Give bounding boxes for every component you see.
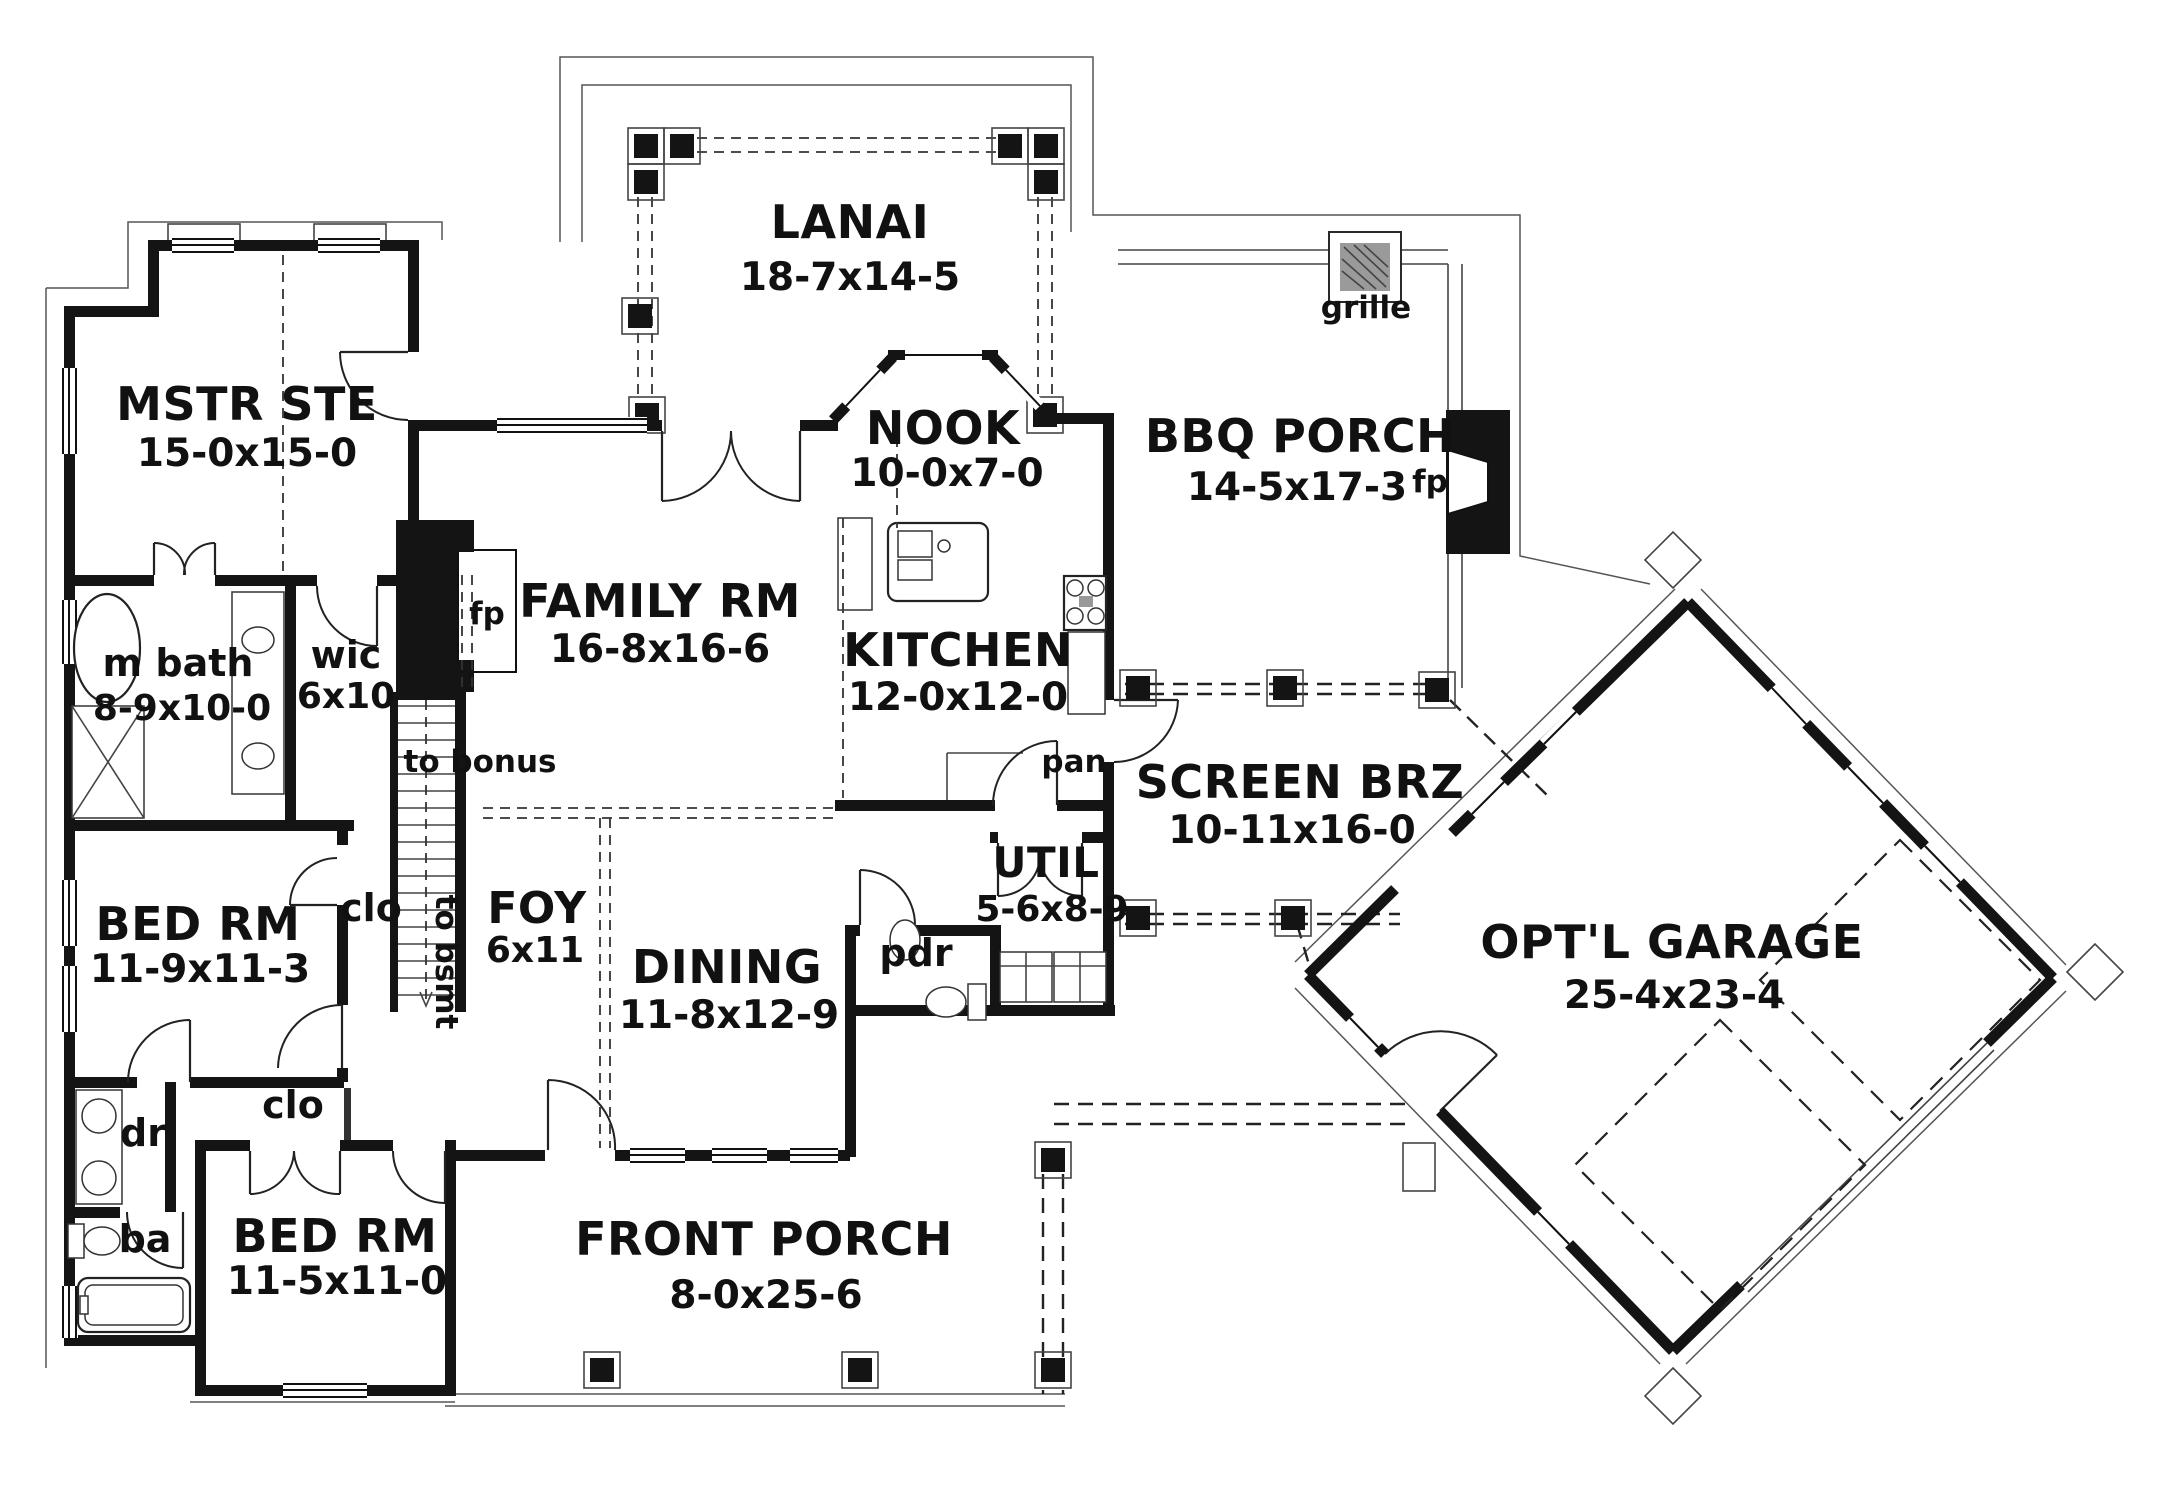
- room-dims-bbq-porch: 14-5x17-3: [1187, 465, 1407, 510]
- room-dims-lanai: 18-7x14-5: [740, 255, 960, 300]
- powder-toilet: [925, 983, 987, 1021]
- tag-grille: grille: [1321, 290, 1411, 326]
- lanai-posts: [621, 127, 1065, 434]
- tag-closet-2: clo: [262, 1083, 324, 1127]
- bath2-tub: [76, 1276, 192, 1334]
- bbq-fireplace: [1446, 410, 1510, 554]
- kitchen-island: [886, 521, 990, 603]
- bbq-porch-boundary: [1118, 231, 1510, 688]
- screen-posts: [1119, 669, 1456, 937]
- range: [1062, 574, 1108, 632]
- room-label-nook: NOOK: [866, 401, 1022, 455]
- washer-dryer: [999, 951, 1107, 1003]
- room-label-bed-rm-2: BED RM: [233, 1209, 438, 1263]
- room-label-front-porch: FRONT PORCH: [575, 1212, 953, 1266]
- tag-to-bonus: to bonus: [404, 744, 557, 780]
- garage: [1304, 598, 2057, 1355]
- room-label-mstr-ste: MSTR STE: [116, 377, 378, 431]
- room-dims-bed-rm-2: 11-5x11-0: [227, 1259, 447, 1304]
- room-dims-m-bath: 8-9x10-0: [93, 688, 271, 729]
- tag-bath-2: ba: [119, 1217, 172, 1261]
- room-dims-screen-brz: 10-11x16-0: [1168, 808, 1415, 853]
- kitchen-counter-west: [837, 517, 873, 611]
- room-dims-util: 5-6x8-9: [975, 889, 1128, 930]
- room-dims-family-rm: 16-8x16-6: [550, 627, 770, 672]
- ceiling-break-lines: [282, 255, 898, 1148]
- room-label-dining: DINING: [632, 940, 822, 994]
- grille-appliance: [1328, 231, 1402, 303]
- room-label-lanai: LANAI: [771, 195, 930, 249]
- room-labels: LANAI 18-7x14-5 MSTR STE 15-0x15-0 m bat…: [90, 195, 1863, 1318]
- room-dims-garage: 25-4x23-4: [1564, 973, 1784, 1018]
- family-fireplace: [396, 520, 517, 692]
- tag-pantry: pan: [1041, 744, 1106, 780]
- tag-family-fireplace: fp: [469, 596, 505, 632]
- tag-to-bsmt: to bsmt: [428, 895, 464, 1030]
- front-porch: [583, 1141, 1072, 1389]
- tag-powder: pdr: [879, 931, 952, 975]
- room-dims-wic: 6x10: [297, 676, 395, 717]
- tag-dressing: dr: [120, 1111, 166, 1155]
- kitchen-counter: [1067, 631, 1106, 715]
- room-dims-nook: 10-0x7-0: [850, 451, 1043, 496]
- tag-bbq-fireplace: fp: [1412, 464, 1448, 500]
- room-label-family-rm: FAMILY RM: [519, 574, 801, 628]
- porch-posts: [583, 1141, 1072, 1389]
- garden-tub: [72, 592, 142, 704]
- room-dims-bed-rm-1: 11-9x11-3: [90, 947, 310, 992]
- room-dims-front-porch: 8-0x25-6: [669, 1273, 862, 1318]
- dressing-vanity: [75, 1089, 123, 1205]
- room-label-screen-brz: SCREEN BRZ: [1136, 755, 1465, 809]
- fixtures: [67, 517, 1108, 1334]
- car-bay-1: [1573, 1018, 1867, 1312]
- room-label-bbq-porch: BBQ PORCH: [1145, 409, 1455, 463]
- room-label-foy: FOY: [487, 883, 587, 934]
- windows: [61, 237, 1045, 1399]
- lanai-porch: [621, 127, 1065, 434]
- stairs: [398, 700, 455, 1009]
- room-label-m-bath: m bath: [103, 641, 254, 685]
- room-dims-mstr-ste: 15-0x15-0: [137, 431, 357, 476]
- room-dims-foy: 6x11: [486, 930, 584, 971]
- room-label-garage: OPT'L GARAGE: [1480, 915, 1863, 969]
- powder-sink: [889, 919, 921, 961]
- car-bay-2: [1758, 838, 2042, 1122]
- doors: [126, 350, 1498, 1269]
- bath2-toilet: [67, 1223, 121, 1259]
- shower: [71, 705, 145, 819]
- room-label-util: UTIL: [992, 838, 1099, 887]
- room-label-kitchen: KITCHEN: [843, 623, 1073, 677]
- room-dims-dining: 11-8x12-9: [619, 993, 839, 1038]
- room-dims-kitchen: 12-0x12-0: [848, 675, 1068, 720]
- tag-closet-1: clo: [340, 886, 402, 930]
- room-label-wic: wic: [311, 633, 382, 677]
- room-label-bed-rm-1: BED RM: [96, 897, 301, 951]
